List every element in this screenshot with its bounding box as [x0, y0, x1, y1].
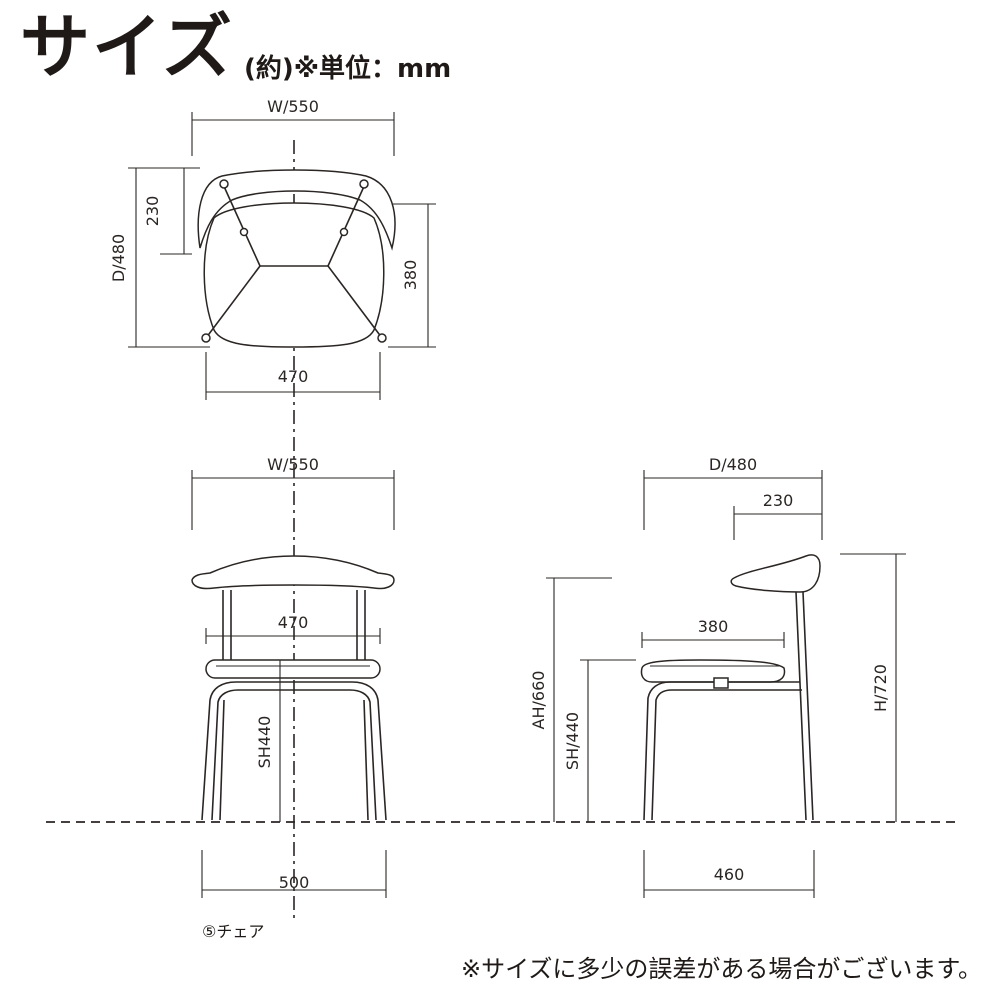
side-seat-depth-label: 380	[698, 617, 729, 636]
side-arm-height-label: AH/660	[529, 671, 548, 730]
top-backrest	[197, 169, 396, 251]
front-seat-width-label: 470	[278, 613, 309, 632]
unit-note: (約)※単位：mm	[244, 54, 452, 84]
top-leg-joint	[239, 227, 249, 237]
side-base-depth-label: 460	[714, 865, 745, 884]
figure-caption: ⑤チェア	[202, 922, 265, 941]
top-frame-bar	[205, 265, 261, 339]
front-view	[191, 470, 395, 898]
front-width-label: W/550	[267, 455, 319, 474]
top-arm-depth-label: 380	[401, 260, 420, 291]
side-depth-label: D/480	[709, 455, 757, 474]
side-view	[546, 470, 906, 898]
front-backrest	[191, 555, 395, 590]
top-frame-bar	[327, 181, 367, 267]
top-frame-bar	[327, 265, 383, 339]
tolerance-note: ※サイズに多少の誤差がある場合がございます。	[461, 955, 982, 983]
top-back-depth-label: 230	[143, 196, 162, 227]
top-leg-joint	[359, 179, 369, 189]
front-base-width-label: 500	[279, 873, 310, 892]
front-seat-height-label: SH440	[255, 716, 274, 769]
top-leg-joint	[219, 179, 229, 189]
side-backrest	[730, 554, 821, 593]
side-seat-height-label: SH/440	[563, 712, 582, 770]
side-back-depth-label: 230	[763, 491, 794, 510]
side-total-height-label: H/720	[871, 664, 890, 712]
top-leg-joint	[339, 227, 349, 237]
top-leg-joint	[201, 333, 211, 343]
top-seat-width-label: 470	[278, 367, 309, 386]
side-joint	[713, 677, 729, 689]
top-width-label: W/550	[267, 97, 319, 116]
top-frame-bar	[221, 181, 261, 267]
top-leg-joint	[377, 333, 387, 343]
front-seat	[205, 659, 381, 679]
page-title: サイズ	[20, 6, 234, 88]
top-depth-label: D/480	[109, 234, 128, 282]
top-seat	[203, 202, 385, 348]
top-view	[128, 112, 436, 400]
side-seat	[640, 659, 786, 683]
